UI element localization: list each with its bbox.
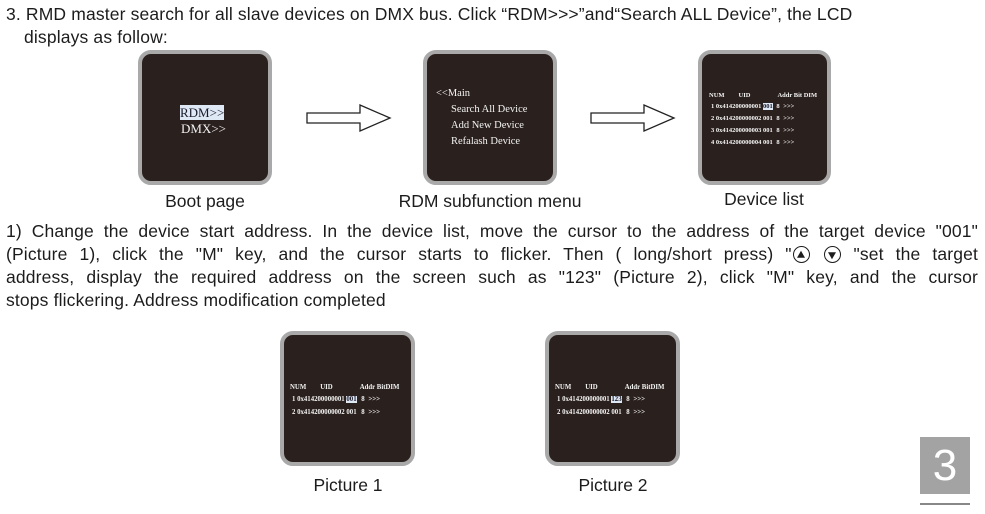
table-row: 2 0x414200000002 001 8 >>>	[711, 115, 795, 122]
picture-2-caption: Picture 2	[578, 475, 648, 495]
instructions-paragraph: 1) Change the device start address. In t…	[6, 220, 978, 312]
address-cursor: 001	[763, 103, 773, 110]
device-list-caption: Device list	[724, 189, 804, 209]
instructions-line-4: stops flickering. Address modification c…	[6, 290, 386, 310]
rdm-menu-caption: RDM subfunction menu	[398, 191, 582, 211]
table-row: 3 0x414200000003 001 8 >>>	[711, 127, 795, 134]
table-row: 2 0x414200000002 001 8 >>>	[557, 409, 646, 416]
page-number-rule	[920, 503, 970, 505]
back-to-main-item: <<Main	[436, 88, 471, 99]
intro-line-1: 3. RMD master search for all slave devic…	[6, 4, 853, 24]
boot-page-caption: Boot page	[165, 191, 245, 211]
down-button-icon	[823, 246, 841, 263]
add-new-device-item: Add New Device	[451, 120, 524, 131]
up-button-icon	[792, 246, 810, 263]
table-row: 1 0x414200000001 123 8 >>>	[557, 396, 646, 403]
picture-1-caption: Picture 1	[313, 475, 383, 495]
search-all-device-item: Search All Device	[451, 104, 528, 115]
page-number: 3	[920, 437, 970, 494]
dmx-menu-item: DMX>>	[181, 121, 226, 136]
boot-page-screen: RDM>> DMX>>	[138, 50, 272, 185]
rdm-menu-item: RDM>>	[180, 105, 225, 120]
rdm-menu-screen: <<Main Search All Device Add New Device …	[423, 50, 557, 185]
instructions-line-2: (Picture 1), click the "M" key, and the …	[6, 244, 979, 264]
address-cursor: 001	[346, 396, 357, 403]
address-cursor: 123	[611, 396, 622, 403]
table-row: 4 0x414200000004 001 8 >>>	[711, 139, 795, 146]
right-arrow-icon	[306, 104, 392, 132]
instructions-line-1: 1) Change the device start address. In t…	[6, 221, 978, 241]
intro-paragraph: 3. RMD master search for all slave devic…	[6, 3, 981, 49]
table-row: 1 0x414200000001 001 8 >>>	[292, 396, 381, 403]
table-row: 2 0x414200000002 001 8 >>>	[292, 409, 381, 416]
intro-line-2: displays as follow:	[24, 27, 168, 47]
table-row: 1 0x414200000001 001 8 >>>	[711, 103, 795, 110]
refalash-device-item: Refalash Device	[451, 136, 521, 147]
right-arrow-icon	[590, 104, 676, 132]
instructions-line-3: address, display the required address on…	[6, 267, 978, 287]
